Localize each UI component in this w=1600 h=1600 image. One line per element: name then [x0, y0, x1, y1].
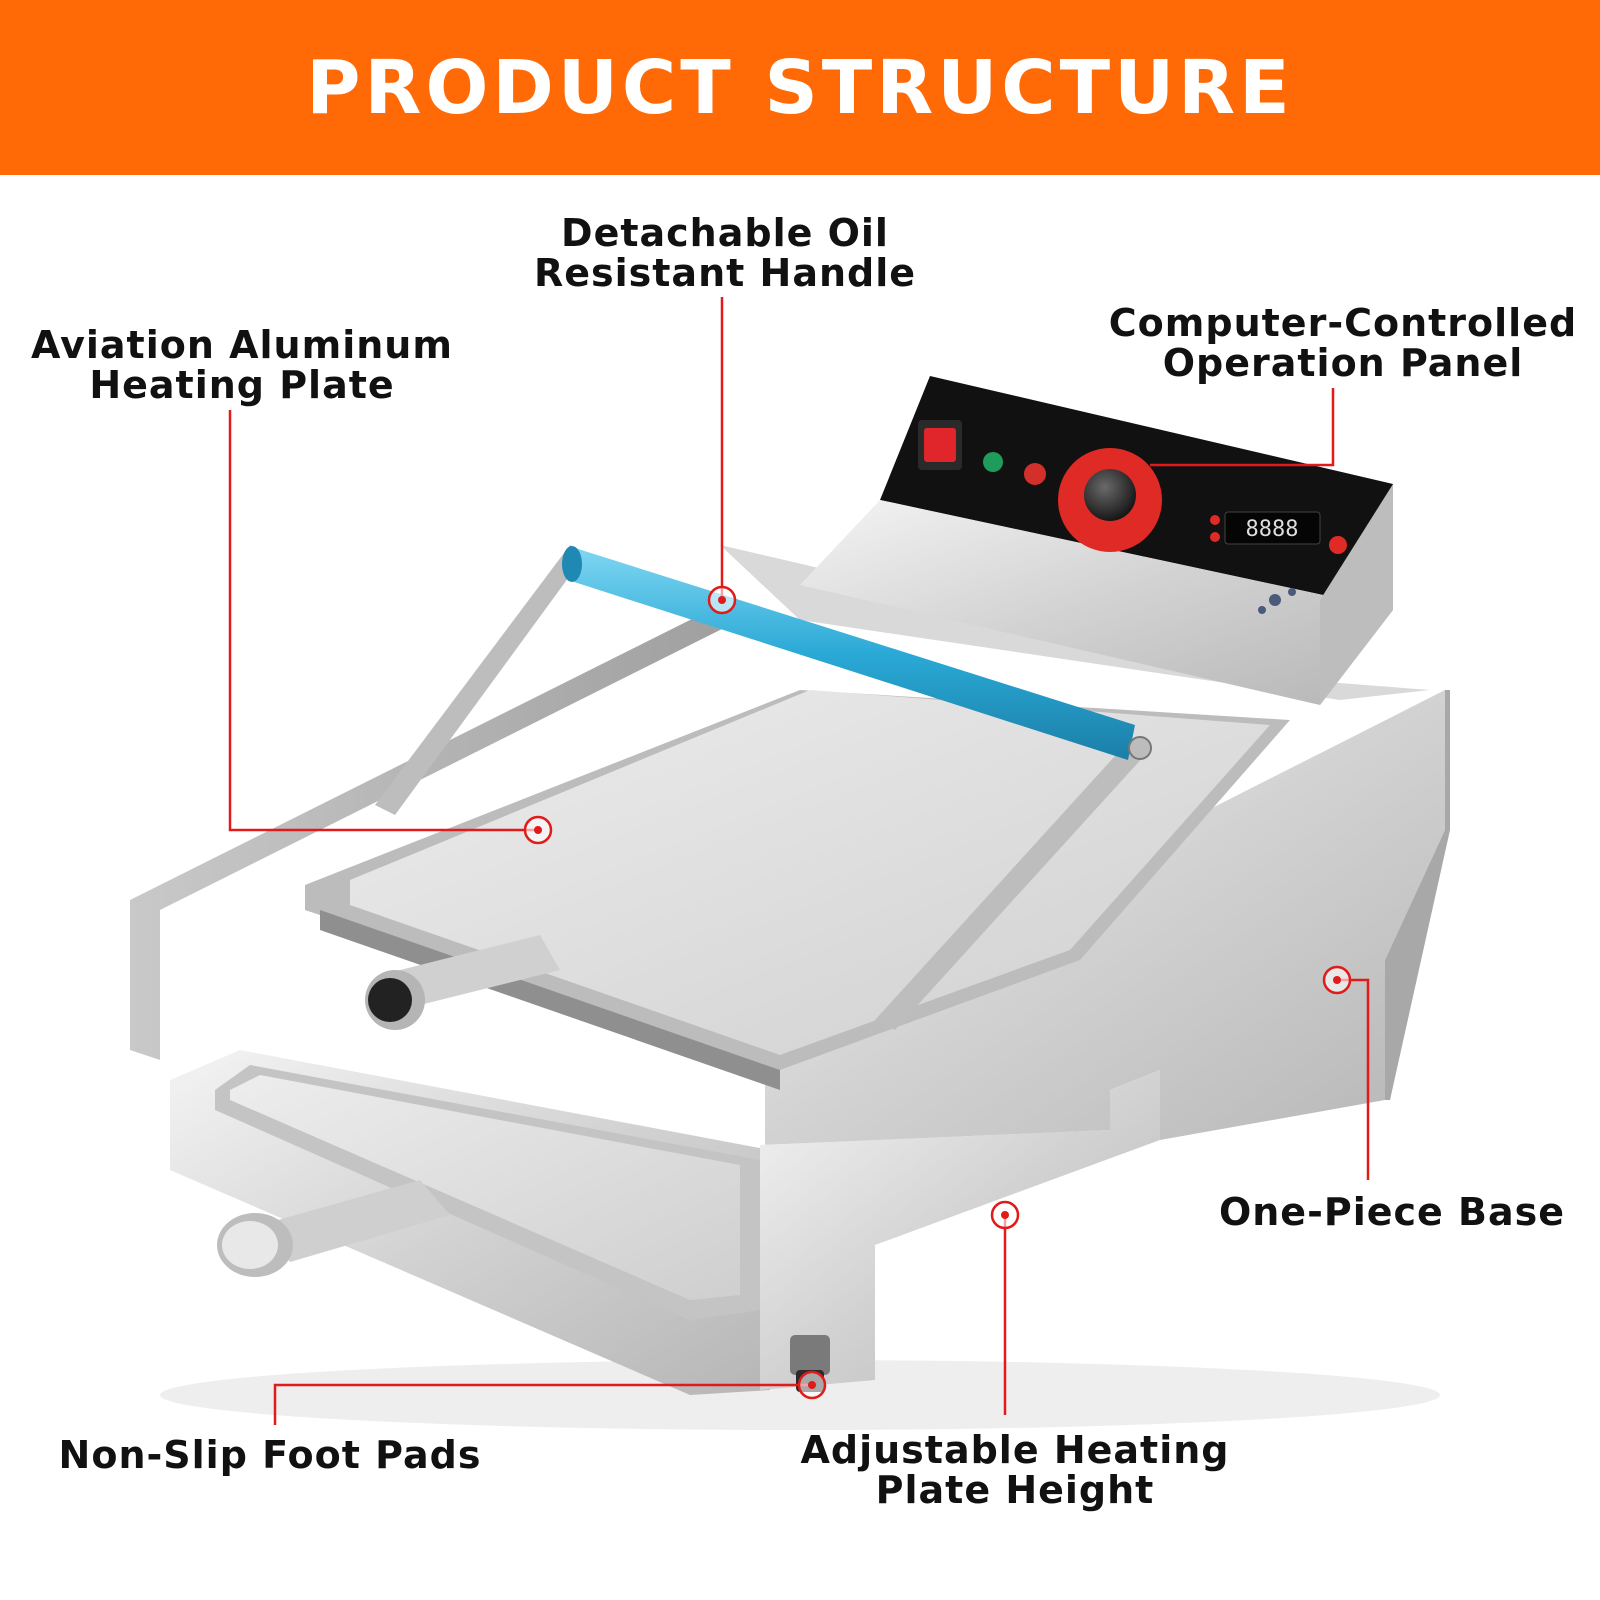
label-feet-line1: Non-Slip Foot Pads — [58, 1433, 482, 1477]
label-adjustable-height: Adjustable Heating Plate Height — [795, 1430, 1235, 1510]
lower-plate-tray — [170, 1050, 770, 1395]
left-arm — [375, 545, 585, 815]
label-operation-panel: Computer-Controlled Operation Panel — [1098, 303, 1588, 383]
control-knob-icon — [1084, 469, 1136, 521]
marker-feet-icon — [797, 1370, 827, 1400]
label-panel-line1: Computer-Controlled — [1108, 301, 1578, 345]
marker-base-icon — [1322, 965, 1352, 995]
label-detachable-handle: Detachable Oil Resistant Handle — [530, 213, 920, 293]
marker-height-icon — [990, 1200, 1020, 1230]
label-plate-line2: Heating Plate — [89, 363, 395, 407]
label-height-line1: Adjustable Heating — [800, 1428, 1230, 1472]
lower-handle — [217, 1180, 450, 1277]
label-heating-plate: Aviation Aluminum Heating Plate — [22, 325, 462, 405]
indicator-red-icon — [1024, 463, 1046, 485]
right-arm — [875, 745, 1145, 1030]
label-base-line1: One-Piece Base — [1218, 1190, 1566, 1234]
callout-line-feet — [273, 1383, 810, 1425]
front-lower-wall — [760, 1070, 1160, 1390]
callout-line-panel — [1150, 388, 1335, 467]
display-button-icon — [1210, 515, 1220, 525]
label-panel-line2: Operation Panel — [1162, 341, 1524, 385]
product-illustration: 8888 — [130, 297, 1450, 1430]
label-height-line2: Plate Height — [875, 1468, 1155, 1512]
label-one-piece-base: One-Piece Base — [1212, 1192, 1572, 1232]
marker-plate-icon — [523, 815, 553, 845]
page-title: PRODUCT STRUCTURE — [306, 44, 1294, 131]
digital-display — [1224, 511, 1321, 545]
control-panel-box: 8888 — [800, 376, 1393, 705]
indicator-green-icon — [983, 452, 1003, 472]
upper-handle — [365, 935, 560, 1030]
label-handle-line2: Resistant Handle — [533, 251, 917, 295]
floor-shadow — [160, 1360, 1440, 1430]
callout-line-plate — [228, 410, 538, 832]
rear-housing — [720, 545, 1430, 700]
header-banner: PRODUCT STRUCTURE — [0, 0, 1600, 175]
label-plate-line1: Aviation Aluminum — [31, 323, 453, 367]
upper-heating-plate — [305, 690, 1290, 1090]
label-handle-line1: Detachable Oil — [561, 211, 889, 255]
marker-handle-icon — [707, 585, 737, 615]
display-digits: 8888 — [1246, 517, 1299, 542]
label-non-slip-feet: Non-Slip Foot Pads — [40, 1435, 500, 1475]
callout-markers — [523, 585, 1352, 1400]
